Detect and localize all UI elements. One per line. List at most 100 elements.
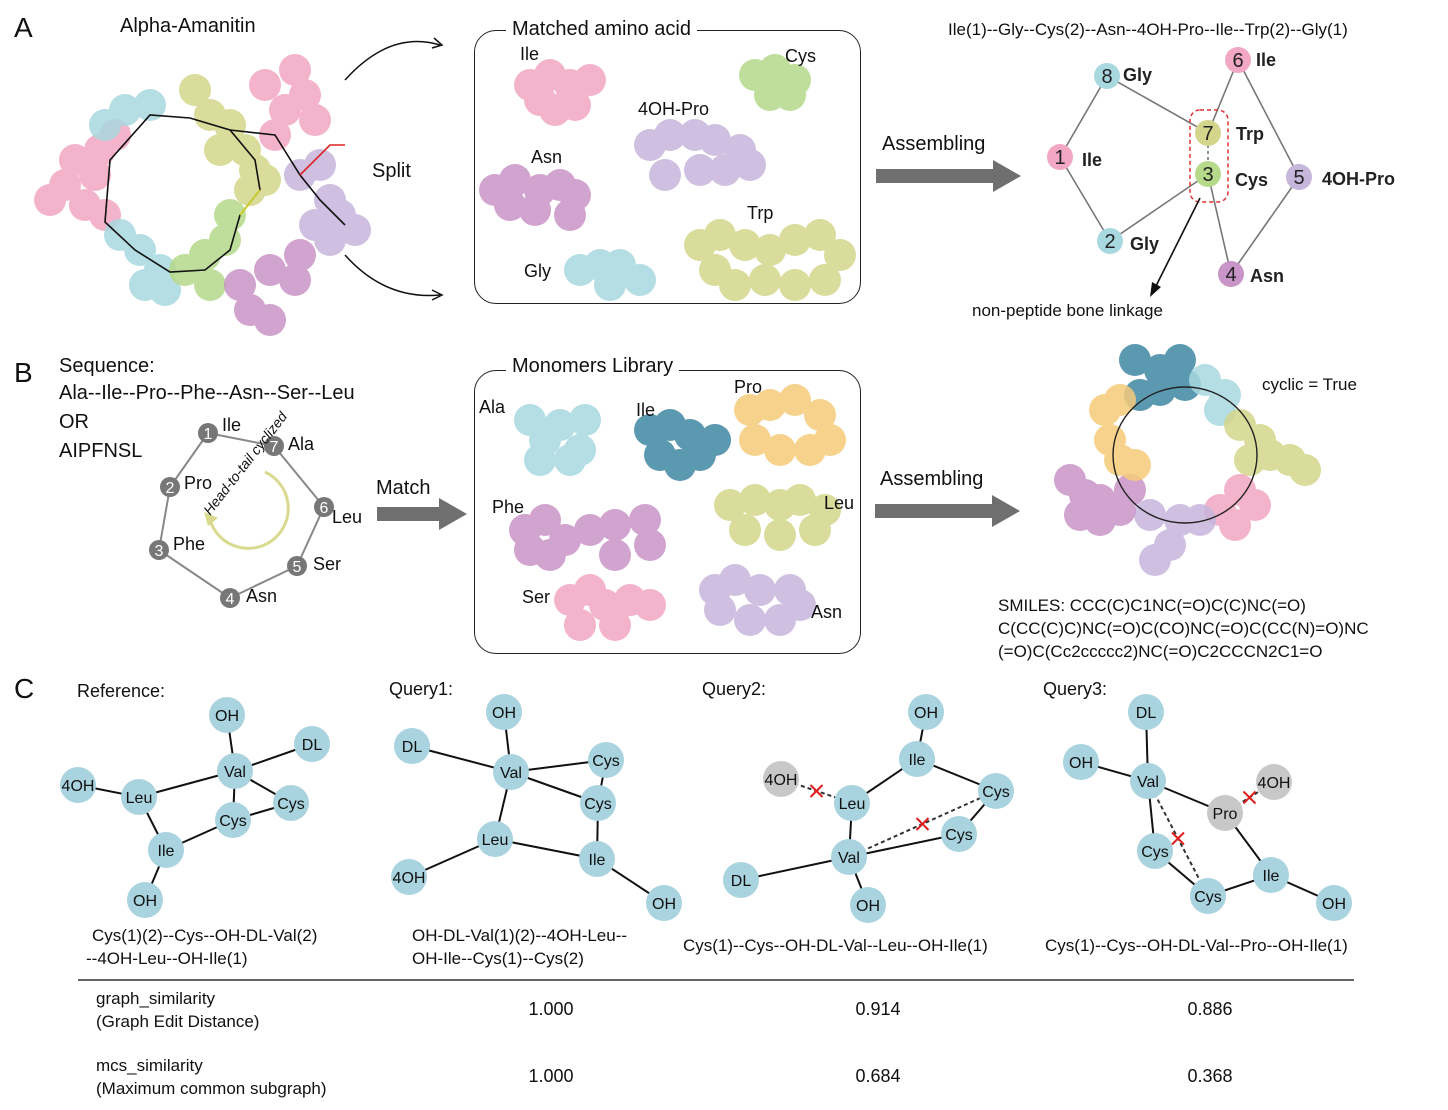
ring-node-3 [149, 540, 169, 560]
graph-edge [1109, 173, 1209, 242]
graph-edge [848, 833, 960, 858]
graph-edge [1207, 59, 1239, 134]
atom-halo [1239, 489, 1271, 521]
graph-node-number: 8 [1101, 66, 1112, 88]
graph-node-oh1 [486, 694, 522, 730]
graph-node-ile [148, 832, 184, 868]
cycle-arrow [208, 470, 290, 550]
atom-halo [824, 239, 856, 271]
monomer-ile [634, 409, 731, 481]
atom-halo [524, 84, 556, 116]
atom-halo [804, 219, 836, 251]
graph-node-label: OH [652, 896, 676, 913]
halo-4oh-pro [284, 149, 371, 256]
graph-node-cysA [1137, 833, 1173, 869]
graph-node-number: 7 [1202, 123, 1213, 145]
graph-node-label: 4OH [393, 870, 426, 887]
ring-node-label: Ile [222, 415, 241, 435]
ring-node-number: 5 [293, 559, 302, 576]
graph-node-2 [1097, 228, 1123, 254]
monomer-pro [734, 384, 846, 466]
atom-halo [1119, 344, 1151, 376]
graph-edge [1106, 75, 1209, 134]
ring-node-label: Ser [313, 554, 341, 574]
table-divider [78, 979, 1354, 981]
graph-node-label: OH [133, 893, 157, 910]
atom-halo [729, 514, 761, 546]
graph-node-leu [477, 821, 513, 857]
atom-halo [279, 54, 311, 86]
atom-halo [599, 609, 631, 641]
atom-halo [764, 519, 796, 551]
atom-halo [574, 64, 606, 96]
one-letter-code: AIPFNSL [59, 440, 143, 462]
graph-node-leu [121, 779, 157, 815]
graph-edge [1237, 59, 1300, 178]
metric-value-q3-mcs: 0.368 [1187, 1066, 1233, 1086]
graph-node-label: Cys [584, 796, 612, 813]
assembling-label-b: Assembling [880, 468, 984, 490]
graph-node-label: Pro [1213, 806, 1238, 823]
graph-node-label: Cys [592, 753, 620, 770]
match-label: Match [376, 477, 431, 499]
monomer-label-ser: Ser [522, 587, 551, 607]
graph-title-query1: Query1: [389, 679, 454, 699]
ring-node-number: 7 [270, 439, 279, 456]
linkage-highlight-box [1189, 109, 1229, 203]
graph-node-label: Gly [1130, 234, 1159, 254]
aa-label-trp: Trp [747, 203, 774, 223]
graph-node-oh2 [1316, 885, 1352, 921]
graph-node-label: Ile [158, 843, 175, 860]
caption-reference-1: Cys(1)(2)--Cys--OH-DL-Val(2) [92, 926, 318, 945]
ring-edge [158, 486, 171, 551]
graph-node-dl [723, 862, 759, 898]
graph-node-label: DL [731, 873, 752, 890]
atom-halo [284, 239, 316, 271]
atom-halo [644, 439, 676, 471]
ring-node-6 [314, 497, 334, 517]
atom-halo [269, 94, 301, 126]
caption-reference-2: --4OH-Leu--OH-Ile(1) [86, 949, 248, 968]
atom-halo [1104, 384, 1136, 416]
graph-node-pro [1207, 795, 1243, 831]
atom-halo [729, 229, 761, 261]
graph-node-label: Cys [1235, 170, 1268, 190]
graph-node-label: Val [500, 765, 522, 782]
ring-edge [296, 506, 325, 567]
linkage-note: non-peptide bone linkage [972, 301, 1163, 320]
aa-structure-4oh-pro [634, 119, 766, 191]
ring-node-label: Pro [184, 473, 212, 493]
atom-halo [214, 109, 246, 141]
aa-structure-ile [514, 59, 606, 126]
graph-node-oh2 [646, 885, 682, 921]
atom-halo [634, 529, 666, 561]
atom-halo [754, 234, 786, 266]
graph-title-query2: Query2: [702, 679, 767, 699]
graph-node-dl [294, 726, 330, 762]
atom-halo [544, 409, 576, 441]
atom-halo [779, 384, 811, 416]
graph-node-label: OH [1322, 896, 1346, 913]
graph-node-label: Trp [1236, 124, 1264, 144]
graph-node-label: Ile [1082, 150, 1102, 170]
ring-node-number: 6 [320, 500, 329, 517]
aa-label-ile: Ile [520, 44, 540, 64]
atom-halo [314, 224, 346, 256]
graph-node-ile [899, 741, 935, 777]
atom-halo [109, 94, 141, 126]
caption-query1-2: OH-Ile--Cys(1)--Cys(2) [412, 949, 584, 968]
graph-edge [1230, 176, 1300, 275]
atom-halo [254, 304, 286, 336]
or-label: OR [59, 411, 89, 433]
graph-node-label: DL [302, 737, 323, 754]
atom-halo [794, 434, 826, 466]
atom-halo [224, 269, 256, 301]
graph-edge [740, 856, 850, 881]
graph-node-val [217, 753, 253, 789]
cyclic-halo-pro [1089, 384, 1151, 481]
graph-node-cysA [273, 785, 309, 821]
matched-box-title: Matched amino acid [506, 18, 697, 41]
aa-structure-gly [564, 249, 656, 301]
ring-node-number: 4 [226, 591, 235, 608]
